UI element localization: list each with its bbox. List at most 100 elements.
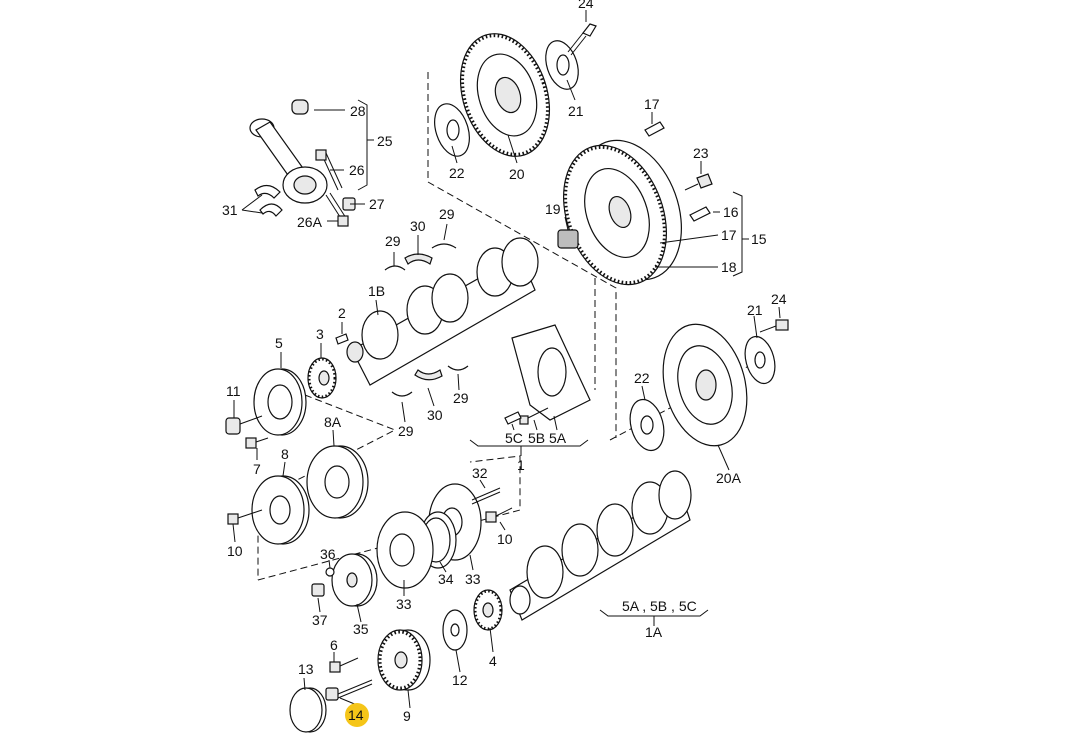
callout-6[interactable]: 6 <box>330 637 338 653</box>
callout-33[interactable]: 33 <box>396 596 412 612</box>
shim-plate-22-top <box>434 103 470 157</box>
callout-19[interactable]: 19 <box>545 201 561 217</box>
bolt-6 <box>329 657 359 673</box>
shim-21-right <box>744 335 776 385</box>
callout-24-top[interactable]: 24 <box>578 0 594 11</box>
pulley-5 <box>253 368 307 436</box>
callout-10-right[interactable]: 10 <box>497 531 513 547</box>
bolt-24-right <box>759 319 789 333</box>
bolt-7 <box>245 437 269 449</box>
callout-12[interactable]: 12 <box>452 672 468 688</box>
callout-9[interactable]: 9 <box>403 708 411 724</box>
dowel-pin-16 <box>689 206 711 222</box>
callout-26[interactable]: 26 <box>349 162 365 178</box>
pulley-8 <box>251 475 310 545</box>
bushing-28 <box>291 99 309 115</box>
callout-37[interactable]: 37 <box>312 612 328 628</box>
bolt-11 <box>225 415 263 435</box>
bolt-5B <box>519 407 549 425</box>
crankshaft-1A <box>509 470 692 621</box>
callout-28[interactable]: 28 <box>350 103 366 119</box>
callout-33-right[interactable]: 33 <box>465 571 481 587</box>
washer-12 <box>442 609 468 651</box>
dowel-5C <box>504 411 522 425</box>
bolt-24-top <box>567 23 597 56</box>
callout-29-a[interactable]: 29 <box>385 233 401 249</box>
callout-2[interactable]: 2 <box>338 305 346 321</box>
callout-5B[interactable]: 5B <box>528 430 545 446</box>
washer-36 <box>325 567 335 577</box>
connecting-rod-25 <box>249 118 328 204</box>
callout-34[interactable]: 34 <box>438 571 454 587</box>
group-frame-flywheel <box>427 72 617 438</box>
needle-bearing-19 <box>557 229 579 249</box>
sprocket-3 <box>307 357 337 399</box>
bolt-10-right <box>485 507 513 523</box>
callout-20[interactable]: 20 <box>509 166 525 182</box>
shim-22-right <box>629 398 665 452</box>
callout-3[interactable]: 3 <box>316 326 324 342</box>
callout-23[interactable]: 23 <box>693 145 709 161</box>
callout-16[interactable]: 16 <box>723 204 739 220</box>
callout-8A[interactable]: 8A <box>324 414 342 430</box>
leader-lines <box>232 10 781 709</box>
callout-8[interactable]: 8 <box>281 446 289 462</box>
bearing-shells-29-30 <box>384 243 469 397</box>
bolt-23 <box>684 173 713 191</box>
callout-10-left[interactable]: 10 <box>227 543 243 559</box>
callout-17[interactable]: 17 <box>721 227 737 243</box>
callout-1B[interactable]: 1B <box>368 283 385 299</box>
callout-14-selected[interactable]: 14 <box>348 707 364 723</box>
crankshaft-1B <box>346 237 539 386</box>
bearing-shell-31 <box>254 184 283 217</box>
callout-29-b[interactable]: 29 <box>439 206 455 222</box>
sprocket-plate-5A <box>511 324 591 421</box>
bolt-14 <box>325 679 373 701</box>
sprocket-4 <box>473 589 503 631</box>
callout-26A[interactable]: 26A <box>297 214 323 230</box>
callout-29-d[interactable]: 29 <box>453 390 469 406</box>
dowel-pin-17 <box>644 121 665 137</box>
callout-13[interactable]: 13 <box>298 661 314 677</box>
cover-cap-13 <box>289 687 327 733</box>
callout-22-top[interactable]: 22 <box>449 165 465 181</box>
callout-21-right[interactable]: 21 <box>747 302 763 318</box>
callout-27[interactable]: 27 <box>369 196 385 212</box>
callout-30-a[interactable]: 30 <box>410 218 426 234</box>
callout-labels[interactable]: 24 21 22 20 28 25 26 27 26A 31 17 23 16 … <box>222 0 787 724</box>
flywheel-20 <box>459 33 551 157</box>
callout-21-top[interactable]: 21 <box>568 103 584 119</box>
damper-33 <box>376 511 434 589</box>
key-2 <box>335 333 349 345</box>
callout-25[interactable]: 25 <box>377 133 393 149</box>
callout-5A-5B-5C[interactable]: 5A , 5B , 5C <box>622 598 697 614</box>
callout-15[interactable]: 15 <box>751 231 767 247</box>
callout-22-right[interactable]: 22 <box>634 370 650 386</box>
nut-37 <box>311 583 325 597</box>
group-frame-pulley <box>257 394 397 580</box>
drive-plate-20A <box>662 323 748 447</box>
callout-1A[interactable]: 1A <box>645 624 663 640</box>
callout-11[interactable]: 11 <box>226 383 241 399</box>
callout-1[interactable]: 1 <box>517 457 525 473</box>
callout-29-c[interactable]: 29 <box>398 423 414 439</box>
callout-24-right[interactable]: 24 <box>771 291 787 307</box>
callout-36[interactable]: 36 <box>320 546 336 562</box>
callout-5[interactable]: 5 <box>275 335 283 351</box>
callout-4[interactable]: 4 <box>489 653 497 669</box>
callout-7[interactable]: 7 <box>253 461 261 477</box>
callout-20A[interactable]: 20A <box>716 470 742 486</box>
callout-32[interactable]: 32 <box>472 465 488 481</box>
callout-31[interactable]: 31 <box>222 202 238 218</box>
hub-35 <box>331 553 378 607</box>
callout-5A[interactable]: 5A <box>549 430 567 446</box>
selected-callout-marker <box>345 703 369 727</box>
shim-plate-21-top <box>545 40 579 90</box>
callout-35[interactable]: 35 <box>353 621 369 637</box>
callout-18[interactable]: 18 <box>721 259 737 275</box>
callout-30-b[interactable]: 30 <box>427 407 443 423</box>
callout-17-top[interactable]: 17 <box>644 96 660 112</box>
callout-5C[interactable]: 5C <box>505 430 523 446</box>
